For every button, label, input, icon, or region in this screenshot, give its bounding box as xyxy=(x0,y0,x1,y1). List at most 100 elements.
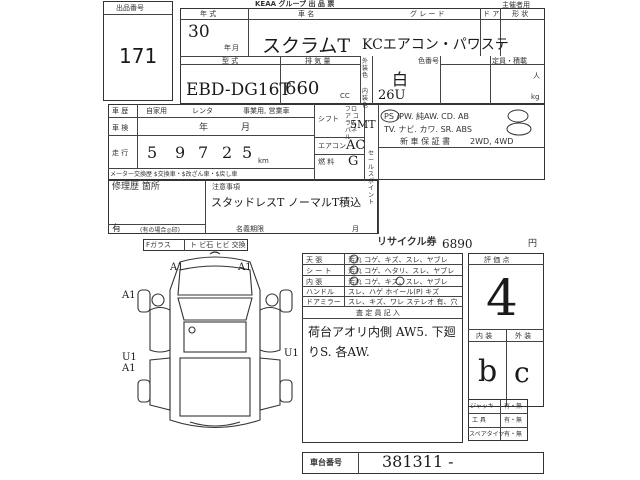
cond-row-value: 汚れ コゲ、キズ、スレ、ヤブレ xyxy=(348,278,448,286)
shape-label: 形 状 xyxy=(512,10,529,18)
mileage-label: 走 行 xyxy=(112,149,129,157)
exterior-grade-label: 外 装 xyxy=(515,332,532,340)
lot-number: 171 xyxy=(119,44,158,68)
header-brand: KEAA グループ 出 品 票 xyxy=(255,0,335,8)
has-label: 有 xyxy=(112,224,122,234)
displacement-label: 排 気 量 xyxy=(305,57,331,65)
color-value: 白 xyxy=(392,70,409,89)
repair-block xyxy=(108,180,378,234)
recycle-label: リサイクル券 xyxy=(377,237,437,248)
damage-mark: U1 xyxy=(284,348,299,359)
inspection-month-unit: 月 xyxy=(241,123,251,133)
cond-row-value: 汚れ コゲ、キズ、スレ、ヤブレ xyxy=(348,256,448,264)
inspection-label: 車 歴 xyxy=(112,107,129,115)
seating-unit: 人 xyxy=(533,72,540,80)
shift-value: 5MT xyxy=(350,118,376,131)
type-value: EBD-DG16T xyxy=(186,80,291,100)
cond-row-value: スレ、キズ、ワレ ステレオ 有、穴 xyxy=(348,298,458,306)
owner-label: 自家用 xyxy=(146,107,167,115)
car-diagram xyxy=(137,251,293,429)
interior-grade-label: 内 装 xyxy=(476,332,493,340)
glass-label: Fガラス xyxy=(146,241,171,249)
chassis-label: 車台番号 xyxy=(310,458,342,467)
type-label: 型 式 xyxy=(222,57,239,65)
divider xyxy=(103,14,173,15)
lot-box xyxy=(103,1,173,101)
chassis-value: 381311 - xyxy=(382,452,454,471)
vehicle-inspection-label: 車 検 xyxy=(112,124,129,132)
cond-row-label: 天 張 xyxy=(306,256,323,264)
name-change-unit: 月 xyxy=(352,225,359,233)
mileage-digit: 5 xyxy=(242,143,253,162)
shift-options: フロア コラム パネル xyxy=(345,106,359,141)
tool-label: 工 具 xyxy=(472,417,486,424)
mileage-unit: km xyxy=(258,157,269,165)
inspector-notes: 荷台アオリ内側 AW5. 下廻りS. 各AW. xyxy=(308,325,456,359)
cond-row-value: スレ、ハゲ ホイール(P) キズ xyxy=(348,288,440,296)
fuel-value: G xyxy=(348,154,359,169)
exterior-grade: c xyxy=(514,356,530,389)
mileage-digit: 2 xyxy=(222,143,233,162)
notes-label: 注意事項 xyxy=(212,183,240,191)
fuel-label: 燃 料 xyxy=(318,158,335,166)
spare-label: スペアタイヤ xyxy=(469,431,505,438)
damage-mark: A1 xyxy=(122,290,136,301)
spare-value: 有・無 xyxy=(504,431,523,438)
fixed-label: 定員・積載 xyxy=(492,57,527,65)
kg-unit: kg xyxy=(531,93,540,101)
lot-label: 出品番号 xyxy=(116,4,144,12)
meter-note: メーター交換歴 $交換車・$改ざん車・$戻し車 xyxy=(110,171,238,178)
shift-label: シフト xyxy=(318,115,339,123)
year-label: 年 式 xyxy=(200,10,217,18)
cond-row-label: シ ー ト xyxy=(306,267,332,275)
mileage-digit: 5 xyxy=(147,143,158,162)
glass-value: ト ビ石 ヒビ 交換 xyxy=(190,241,246,249)
cc-unit: CC xyxy=(340,92,350,100)
cond-row-value: 汚れ コゲ、ヘタリ、スレ、ヤブレ xyxy=(348,267,455,275)
damage-mark: U1 A1 xyxy=(122,352,137,374)
has-note: (有の場合◎印) xyxy=(140,227,180,234)
grade-value: KCエアコン・パワステ xyxy=(362,37,509,53)
notes-value: スタッドレスT ノーマルT積込 xyxy=(211,196,362,209)
glass-box xyxy=(143,239,248,251)
cond-row-label: ドアミラー xyxy=(306,298,341,306)
equipment-items: PS /PW. 純AW. CD. AB xyxy=(384,112,469,121)
condition-block xyxy=(302,253,463,443)
chassis-block xyxy=(302,452,544,474)
repair-label: 修理歴 箇所 xyxy=(112,182,160,192)
year-value: 30 xyxy=(188,22,210,42)
inspector-label: 査 定 員 記 入 xyxy=(356,309,400,317)
grade-label: グ レ ー ド xyxy=(410,10,445,18)
mileage-digit: 9 xyxy=(175,143,186,162)
car-name-value: スクラムT xyxy=(262,35,351,57)
ac-value: AC xyxy=(346,138,366,153)
car-name-label: 車 名 xyxy=(298,10,315,18)
exterior-label: 外 装 色 xyxy=(362,58,369,79)
business-label: 事業用, 営業車 xyxy=(243,107,290,115)
tools-block xyxy=(468,399,528,441)
color-code: 26U xyxy=(378,88,406,103)
evaluation-label: 評 価 点 xyxy=(484,256,510,264)
sales-point-label: セールスポイント xyxy=(368,150,375,206)
inspection-year-unit: 年 xyxy=(199,123,209,133)
mileage-digit: 7 xyxy=(198,143,209,162)
month-unit: 月 xyxy=(232,44,239,52)
cond-row-label: 内 張 xyxy=(306,278,323,286)
warranty-options: 2WD, 4WD xyxy=(470,137,514,146)
registration-block xyxy=(108,104,545,180)
name-change-label: 名義期限 xyxy=(236,225,264,233)
recycle-value: 6890 xyxy=(442,237,473,251)
door-label: ド ア xyxy=(483,10,500,18)
cond-row-label: ハンドル xyxy=(306,288,334,296)
ac-label: エアコン xyxy=(318,142,346,150)
tool-value: 有・無 xyxy=(504,417,523,424)
interior-grade: b xyxy=(478,354,498,389)
color-no-label: 色番号 xyxy=(418,57,439,65)
organizer-label: 主催者用 xyxy=(502,1,530,9)
recycle-unit: 円 xyxy=(528,239,538,249)
interior-label: 内 装 色 xyxy=(362,88,369,109)
equipment-items-2: TV. ナビ. カワ. SR. ABS xyxy=(384,125,472,134)
jack-value: 有・無 xyxy=(504,403,523,410)
evaluation-score: 4 xyxy=(486,269,518,327)
warranty-label: 新 車 保 証 書 xyxy=(400,137,451,146)
